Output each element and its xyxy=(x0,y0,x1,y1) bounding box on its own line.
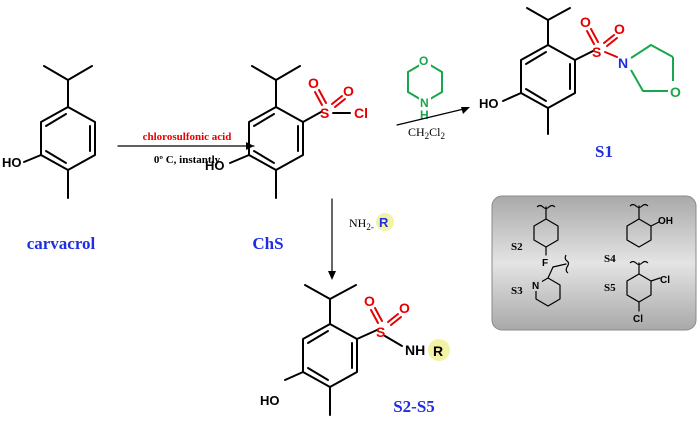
chlorine-label: Cl xyxy=(633,314,643,325)
s5-label: S5 xyxy=(604,282,616,294)
double-bond xyxy=(307,330,329,344)
double-bond xyxy=(45,113,67,127)
s-o-double-bond xyxy=(603,34,615,44)
step3-arrowhead xyxy=(328,271,336,280)
morpholine-reagent: O N H xyxy=(407,53,443,122)
panel-bond xyxy=(547,266,554,279)
isopropyl-bond xyxy=(526,7,571,21)
s-o-double-bond xyxy=(370,309,379,324)
morpholine-hydrogen: H xyxy=(420,108,429,122)
morpholine-oxygen: O xyxy=(419,54,428,68)
label-mask xyxy=(419,53,431,67)
hydroxyl-label: HO xyxy=(205,158,225,173)
carvacrol-structure: HO xyxy=(2,65,96,199)
morpholine-oxygen: O xyxy=(670,84,681,100)
panel-bond xyxy=(552,263,567,268)
hydroxyl-label: HO xyxy=(2,155,22,170)
chlorine-label: Cl xyxy=(354,105,368,121)
fluorine-label: F xyxy=(542,258,548,269)
double-bond xyxy=(45,150,67,164)
oxygen-label: O xyxy=(614,21,625,37)
isopropyl-bond xyxy=(43,65,93,81)
double-bond xyxy=(307,367,329,381)
double-bond xyxy=(253,150,275,164)
isopropyl-bond xyxy=(251,65,301,81)
s-o-double-bond xyxy=(390,316,402,326)
step2-arrowhead xyxy=(461,107,470,114)
s-o-double-bond xyxy=(606,37,618,47)
r-highlight xyxy=(428,339,450,361)
benzene-ring xyxy=(302,323,358,388)
label-mask xyxy=(419,96,431,109)
r-highlight xyxy=(376,213,394,231)
step2-arrow xyxy=(396,107,469,126)
s1-label: S1 xyxy=(595,142,613,161)
substituent-panel xyxy=(491,195,697,331)
nh-label: NH xyxy=(405,342,425,358)
c-s-bond xyxy=(356,329,378,340)
chs-label: ChS xyxy=(252,234,283,253)
s4-label: S4 xyxy=(604,253,616,265)
s-n-bond xyxy=(604,51,618,58)
benzene-ring xyxy=(40,106,96,171)
s2-label: S2 xyxy=(511,241,523,253)
hydroxyl-label: HO xyxy=(260,393,280,408)
oxygen-label: O xyxy=(308,75,319,91)
s-o-double-bond xyxy=(331,95,343,105)
r-group: R xyxy=(433,343,443,359)
c-s-bond xyxy=(574,50,594,61)
benzene-ring xyxy=(520,44,576,109)
s3-label: S3 xyxy=(511,285,523,297)
s-o-double-bond xyxy=(334,98,346,108)
panel-bond xyxy=(650,277,661,282)
amine-reagent: NH2- xyxy=(349,216,374,232)
s-o-double-bond xyxy=(314,91,323,106)
s-o-double-bond xyxy=(590,28,599,43)
hydroxyl-bond xyxy=(284,371,304,381)
double-bond xyxy=(525,88,547,102)
nitrogen-label: N xyxy=(618,55,628,71)
s-o-double-bond xyxy=(318,89,327,104)
oxygen-label: O xyxy=(580,14,591,30)
oxygen-label: O xyxy=(399,300,410,316)
amine-r-group: R xyxy=(379,215,389,230)
double-bond xyxy=(253,113,275,127)
solvent-label: CH2Cl2 xyxy=(408,125,445,141)
morpholine-bond xyxy=(630,69,668,92)
step1-reagent: chlorosulfonic acid xyxy=(143,131,232,143)
s-o-double-bond xyxy=(374,307,383,322)
hydroxyl-bond xyxy=(23,154,42,163)
benzene-ring xyxy=(248,106,304,171)
hydroxyl-label: OH xyxy=(658,216,673,227)
carvacrol-label: carvacrol xyxy=(27,234,96,253)
hydroxyl-bond xyxy=(229,154,250,164)
s1-structure: HO S O O N O xyxy=(479,7,681,135)
pyridine-nitrogen: N xyxy=(532,281,539,292)
isopropyl-bond xyxy=(304,284,357,300)
oxygen-label: O xyxy=(343,83,354,99)
sulfur-label: S xyxy=(376,324,385,340)
s2-s5-label: S2-S5 xyxy=(393,397,435,416)
c-s-bond xyxy=(302,111,322,123)
morpholine-nitrogen: N xyxy=(420,96,429,110)
s2-s5-structure: HO S O O NH R xyxy=(260,284,450,416)
panel-bond xyxy=(650,221,660,227)
oxygen-label: O xyxy=(364,293,375,309)
attachment-wavy xyxy=(564,254,570,274)
chlorine-label: Cl xyxy=(660,275,670,286)
s-n-bond xyxy=(384,335,403,347)
hydroxyl-bond xyxy=(502,92,522,102)
double-bond xyxy=(525,51,547,65)
sulfur-label: S xyxy=(320,105,329,121)
label-mask xyxy=(532,280,542,291)
s-o-double-bond xyxy=(586,30,595,45)
hydroxyl-label: HO xyxy=(479,96,499,111)
s-o-double-bond xyxy=(387,313,399,323)
morpholine-bond xyxy=(630,44,674,59)
sulfur-label: S xyxy=(592,44,601,60)
step1-conditions: 0º C, instantly xyxy=(154,154,221,166)
chs-structure: HO S O O Cl xyxy=(205,65,368,199)
